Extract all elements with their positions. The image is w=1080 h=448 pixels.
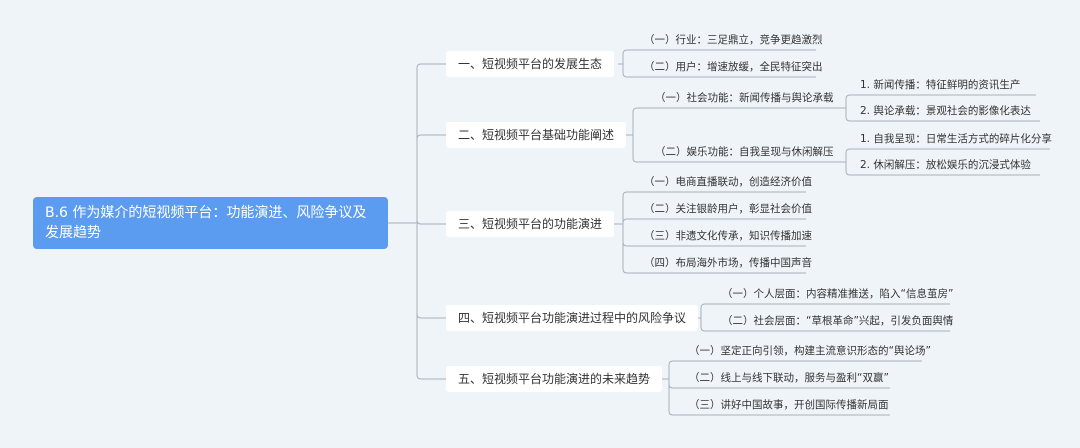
- connector-line-6: [416, 374, 446, 380]
- leaf-4-2[interactable]: （二）社会层面：“草根革命”兴起，引发负面舆情: [722, 315, 954, 327]
- leaf-3-2[interactable]: （二）关注银龄用户，彰显社会价值: [644, 203, 812, 215]
- leaf-2-2-1[interactable]: 1. 自我呈现：日常生活方式的碎片化分享: [860, 133, 1052, 145]
- leaf-2-1-2[interactable]: 2. 舆论承载：景观社会的影像化表达: [860, 105, 1031, 117]
- leaf-3-4[interactable]: （四）布局海外市场，传播中国声音: [644, 257, 812, 269]
- branch-4-topic[interactable]: 四、短视频平台功能演进过程中的风险争议: [446, 305, 699, 331]
- connector-line-18: [845, 116, 1040, 122]
- leaf-5-2[interactable]: （二）线上与线下联动，服务与盈利“双赢”: [689, 372, 889, 384]
- leaf-5-1[interactable]: （一）坚定正向引领，构建主流意识形态的“舆论场”: [689, 345, 931, 357]
- root-topic[interactable]: B.6 作为媒介的短视频平台：功能演进、风险争议及发展趋势: [33, 197, 388, 249]
- connector-line-22: [845, 170, 1040, 176]
- leaf-1-2[interactable]: （二）用户：增速放缓，全民特征突出: [644, 61, 823, 73]
- connector-line-2: [416, 63, 446, 69]
- connector-line-28: [622, 268, 806, 274]
- connector-line-26: [622, 218, 806, 224]
- connector-line-5: [416, 313, 446, 319]
- subtopic-2-2[interactable]: （二）娱乐功能：自我呈现与休闲解压: [655, 146, 834, 158]
- leaf-5-3[interactable]: （三）讲好中国故事，开创国际传播新局面: [689, 399, 889, 411]
- connector-line-32: [700, 326, 950, 332]
- leaf-2-1-1[interactable]: 1. 新闻传播：特征鲜明的资讯生产: [860, 79, 1021, 91]
- connector-line-25: [622, 191, 806, 197]
- branch-2-topic[interactable]: 二、短视频平台基础功能阐述: [446, 122, 627, 148]
- connector-line-35: [668, 360, 922, 366]
- connector-line-17: [845, 94, 1036, 100]
- connector-line-10: [622, 72, 816, 78]
- connector-line-13: [632, 107, 834, 113]
- connector-line-27: [622, 241, 806, 247]
- branch-1-topic[interactable]: 一、短视频平台的发展生态: [446, 51, 615, 77]
- connector-line-4: [416, 219, 446, 225]
- subtopic-2-1[interactable]: （一）社会功能：新闻传播与舆论承载: [655, 92, 834, 104]
- leaf-4-1[interactable]: （一）个人层面：内容精准推送，陷入“信息茧房”: [722, 288, 954, 300]
- leaf-3-3[interactable]: （三）非遗文化传承，知识传播加速: [644, 230, 812, 242]
- branch-3-topic[interactable]: 三、短视频平台的功能演进: [446, 211, 615, 237]
- connector-line-37: [668, 410, 890, 416]
- connector-line-21: [845, 148, 1050, 154]
- leaf-1-1[interactable]: （一）行业：三足鼎立，竞争更趋激烈: [644, 34, 823, 46]
- branch-5-topic[interactable]: 五、短视频平台功能演进的未来趋势: [446, 366, 663, 392]
- connector-line-14: [632, 157, 834, 163]
- leaf-3-1[interactable]: （一）电商直播联动，创造经济价值: [644, 176, 812, 188]
- connector-line-9: [622, 49, 816, 55]
- connector-line-3: [416, 134, 446, 140]
- connector-line-31: [700, 303, 950, 309]
- leaf-2-2-2[interactable]: 2. 休闲解压：放松娱乐的沉浸式体验: [860, 159, 1031, 171]
- connector-line-36: [668, 383, 890, 389]
